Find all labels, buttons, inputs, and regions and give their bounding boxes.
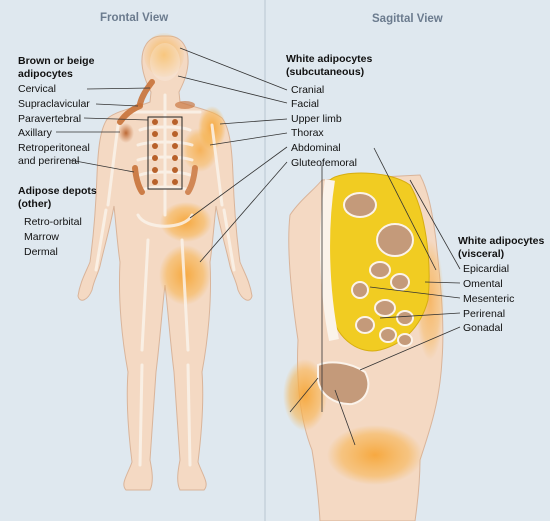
sagittal-view-title: Sagittal View <box>372 13 443 25</box>
visceral-title-line2: (visceral) <box>458 247 505 260</box>
brown-title-line2: adipocytes <box>18 67 73 80</box>
label-cranial: Cranial <box>291 84 325 96</box>
label-paravertebral: Paravertebral <box>18 113 82 125</box>
label-cervical: Cervical <box>18 83 56 95</box>
brown-title-line1: Brown or beige <box>18 55 95 67</box>
label-thorax: Thorax <box>291 127 324 139</box>
frontal-view-title: Frontal View <box>100 12 169 24</box>
fat-sagittal-gluteal <box>283 359 327 431</box>
label-epicardial: Epicardial <box>463 263 510 275</box>
sagittal-section <box>283 172 444 521</box>
label-upper-limb: Upper limb <box>291 113 342 125</box>
frontal-body <box>77 33 253 491</box>
visceral-group-title: White adipocytes (visceral) <box>458 235 544 260</box>
spine-column <box>320 179 339 341</box>
label-retro-orbital: Retro-orbital <box>24 216 82 228</box>
brown-fat <box>117 79 198 195</box>
label-marrow: Marrow <box>24 231 60 243</box>
label-omental: Omental <box>463 278 503 290</box>
skeleton <box>94 43 236 467</box>
label-dermal: Dermal <box>24 246 58 258</box>
subcutaneous-title-line2: (subcutaneous) <box>286 65 365 78</box>
label-abdominal: Abdominal <box>291 142 341 154</box>
subcutaneous-title-line1: White adipocytes <box>286 53 373 65</box>
pelvis <box>317 361 370 406</box>
fat-cranial <box>144 33 184 77</box>
fat-cervical <box>137 79 155 107</box>
label-supraclavicular: Supraclavicular <box>18 98 90 110</box>
label-mesenteric: Mesenteric <box>463 293 515 305</box>
intestines <box>343 192 414 347</box>
visceral-title-line1: White adipocytes <box>458 235 545 247</box>
label-gonadal: Gonadal <box>463 322 503 334</box>
label-retroperitoneal: Retroperitoneal <box>18 142 90 154</box>
subcutaneous-group-title: White adipocytes (subcutaneous) <box>286 53 372 78</box>
leader-lines <box>56 47 461 446</box>
label-gluteofemoral: Gluteofemoral <box>291 157 357 169</box>
other-title-line1: Adipose depots <box>18 185 97 197</box>
label-facial: Facial <box>291 98 320 110</box>
other-title-line2: (other) <box>18 197 52 210</box>
brown-group-title: Brown or beige adipocytes <box>18 55 94 80</box>
label-perirenal-visceral: Perirenal <box>463 308 506 320</box>
fat-paravertebral <box>152 119 178 185</box>
fat-perirenal <box>185 165 198 195</box>
fat-axillary <box>118 123 134 143</box>
fat-retroperitoneal <box>132 165 145 195</box>
label-perirenal-brown: and perirenal <box>18 155 80 167</box>
fat-supraclavicular <box>117 103 143 125</box>
label-axillary: Axillary <box>18 127 52 139</box>
other-group-title: Adipose depots (other) <box>18 185 97 210</box>
paravertebral-bracket <box>147 116 183 190</box>
fat-sagittal-thigh <box>327 425 423 485</box>
fat-supraclavicular-right <box>175 101 195 109</box>
